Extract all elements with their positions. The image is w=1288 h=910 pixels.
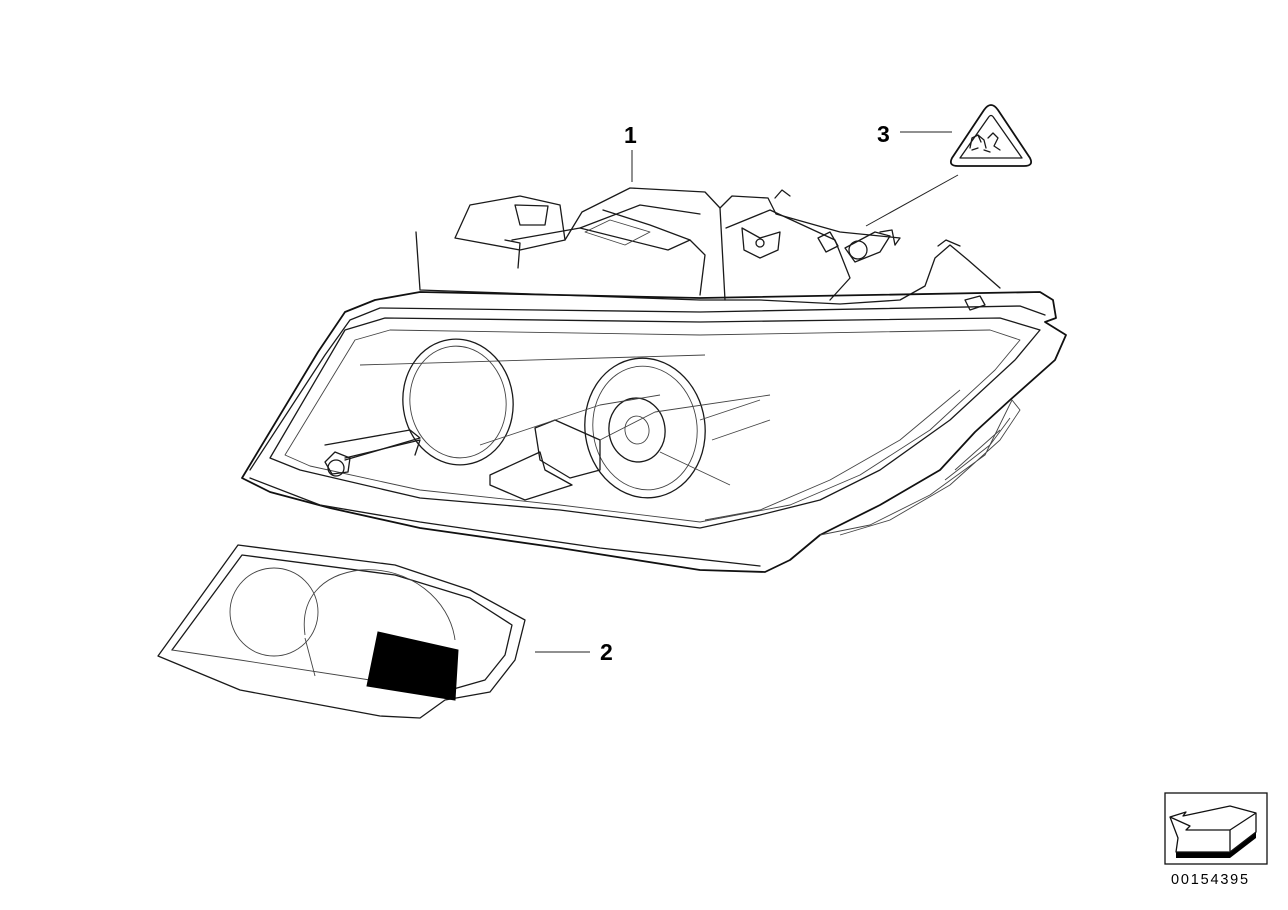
diagram-number: 00154395 (1171, 872, 1250, 888)
triangular-warning-label-icon (949, 104, 1033, 167)
callout-2: 2 (600, 639, 613, 665)
direction-arrow-icon (1164, 792, 1268, 865)
headlight-lens-body (241, 291, 1067, 573)
leader-lines (535, 131, 959, 653)
headlight-housing-top (415, 187, 1001, 311)
callout-3: 3 (877, 121, 890, 147)
callout-1: 1 (624, 122, 637, 148)
headlight-assembly (241, 187, 1067, 573)
lens-cover-sheet (157, 544, 526, 719)
